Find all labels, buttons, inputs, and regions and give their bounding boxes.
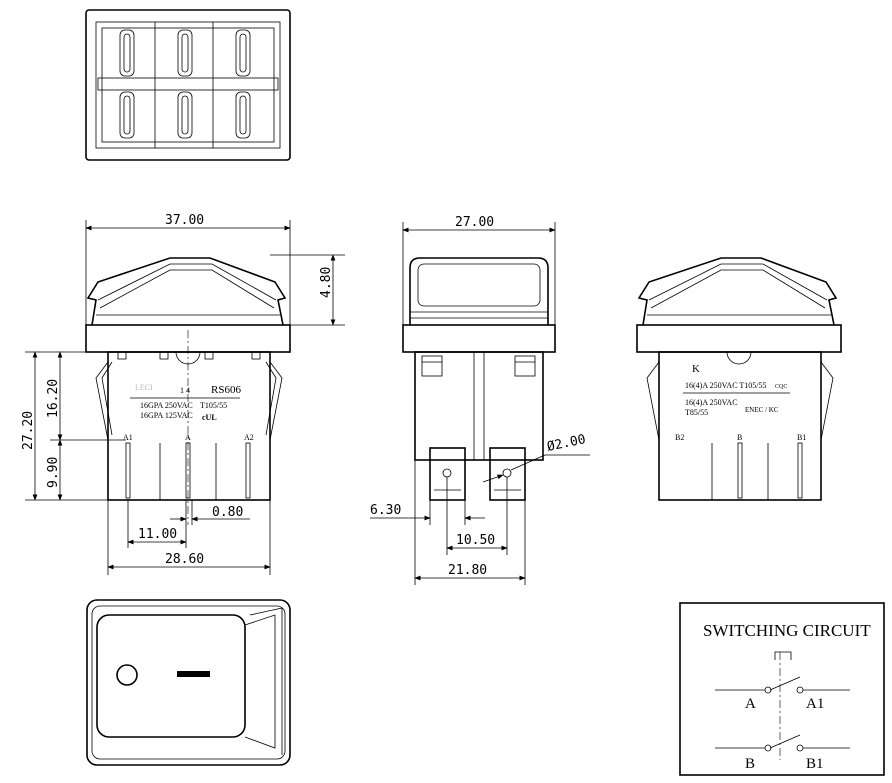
circuit-title: SWITCHING CIRCUIT [703,621,871,640]
temp-text: T105/55 [200,401,227,410]
pin-a1-label: A1 [123,433,133,442]
back-view: K 16(4)A 250VAC T105/55 CQC 16(4)A 250VA… [636,257,842,501]
dim-tab-width: 6.30 [370,503,401,518]
dim-body-width: 28.60 [165,552,204,567]
dim-body-upper: 16.20 [46,379,61,418]
quick-connect-tabs [429,447,526,501]
rating-250-text: 16GPA 250VAC [140,401,193,410]
pin-b1-label: B1 [797,433,806,442]
dim-terminal-thickness: 0.80 [212,505,243,520]
rocker-face-view [86,599,291,766]
circuit-label-a1: A1 [806,696,824,712]
enec-kc-mark: ENEC / KC [745,406,779,414]
dim-rocker-height: 4.80 [319,267,334,298]
cul-mark: cUL [202,413,217,422]
pin-b-label: B [737,433,742,442]
back-letter: K [692,363,700,375]
brand-text: LECI [135,383,153,392]
dim-body-depth: 21.80 [448,563,487,578]
rating-125-text: 16GPA 125VAC [140,411,193,420]
off-symbol-icon [116,664,138,686]
switching-circuit: SWITCHING CIRCUIT A A1 B B1 [679,602,885,776]
circuit-label-b1: B1 [806,756,824,772]
dim-hole-diameter: Ø2.00 [546,432,587,455]
dim-total-height: 27.20 [21,411,36,450]
circuit-label-b: B [745,756,755,772]
top-view [85,9,291,161]
pin-a-label: A [185,433,191,442]
dim-tab-pitch: 10.50 [456,533,495,548]
cqc-mark: CQC [775,384,787,390]
side-view: 27.00 6.30 10.50 21.80 Ø2.00 [370,215,590,585]
model-text: RS606 [211,384,241,396]
dim-side-width: 27.00 [455,215,494,230]
front-terminals [125,442,251,500]
top-terminals [119,29,251,139]
code-text: 1 4 [180,386,190,395]
back-rating1: 16(4)A 250VAC T105/55 [685,381,767,390]
dim-terminal-pitch: 11.00 [138,527,177,542]
dim-terminal-length: 9.90 [46,457,61,488]
back-rating2: 16(4)A 250VAC [685,398,738,407]
back-temp: T85/55 [685,408,708,417]
dim-front-width: 37.00 [165,213,204,228]
pin-a2-label: A2 [244,433,254,442]
pin-b2-label: B2 [675,433,684,442]
circuit-label-a: A [745,696,756,712]
on-symbol-icon [177,671,210,677]
front-view: LECI 1 4 RS606 16GPA 250VAC 16GPA 125VAC… [21,213,345,575]
